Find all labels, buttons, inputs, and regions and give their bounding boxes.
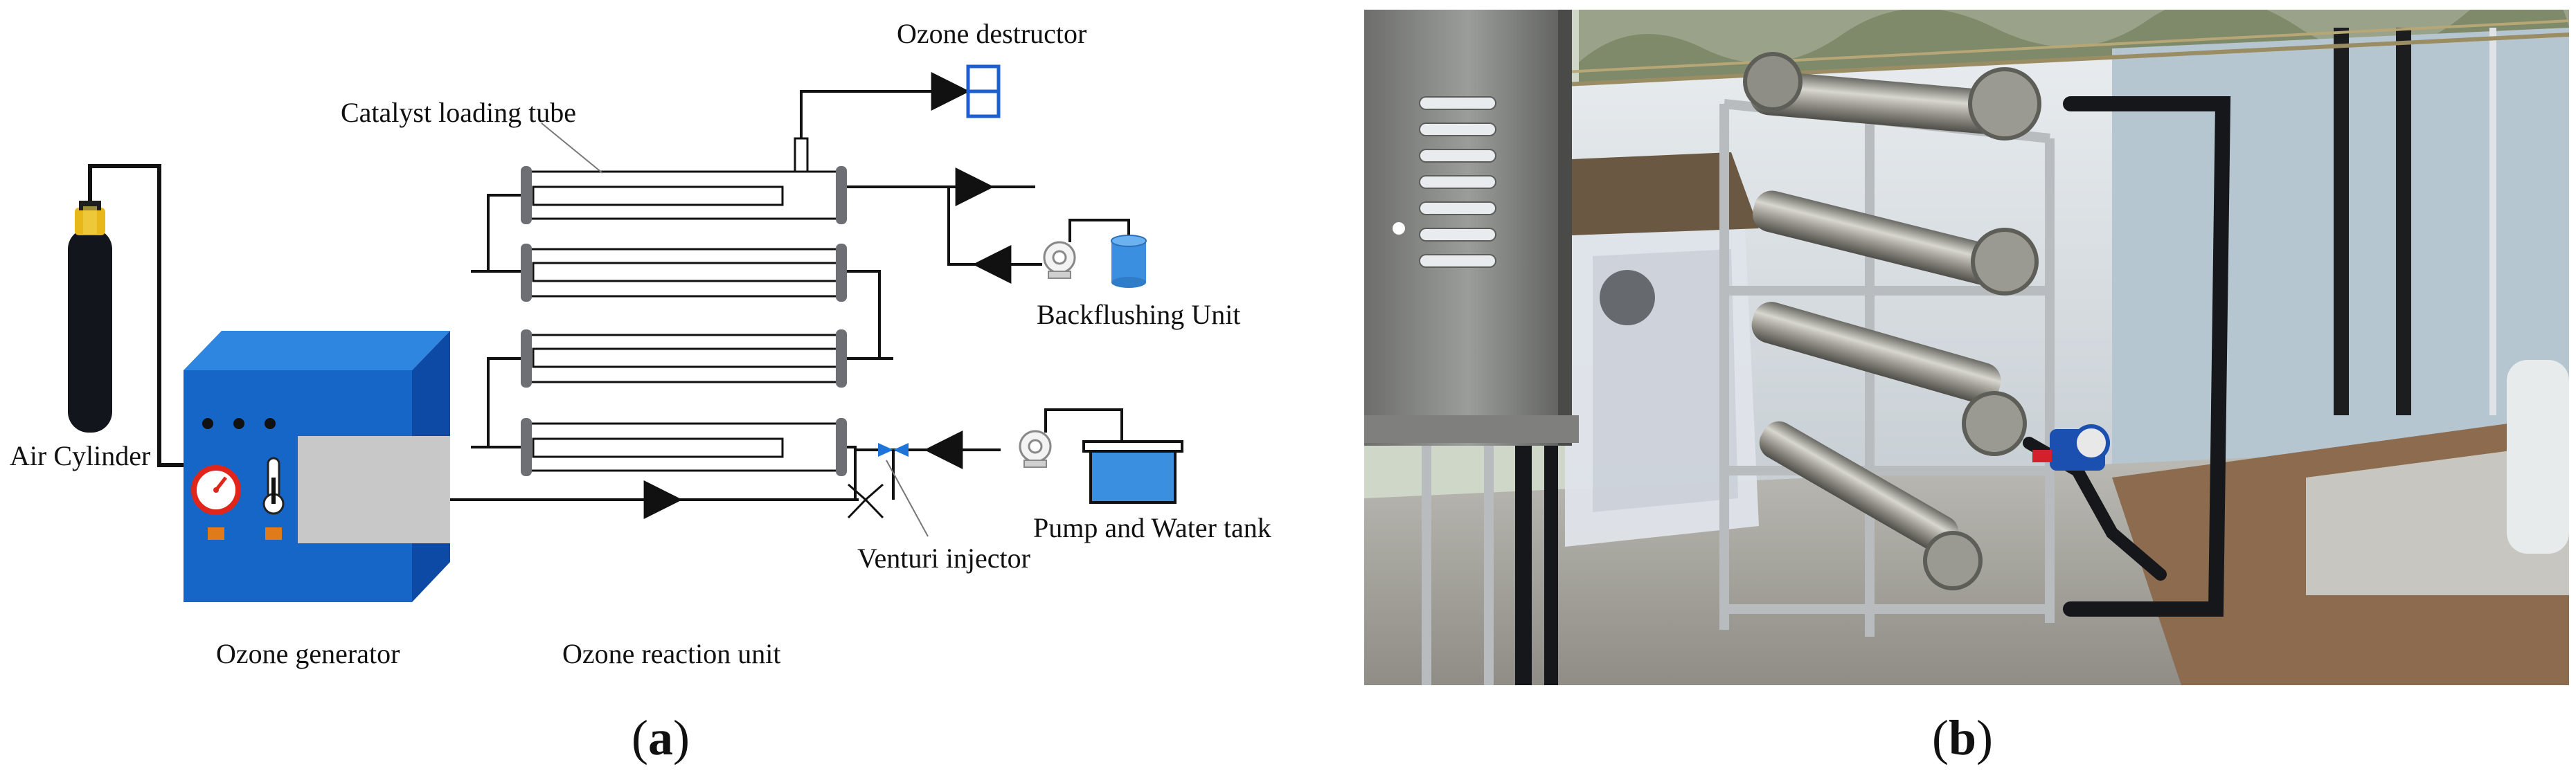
check-valve-icon <box>847 483 884 519</box>
gas-outlet-port <box>794 137 809 173</box>
label-air-cylinder: Air Cylinder <box>10 440 150 471</box>
indicator-light-1 <box>208 527 224 540</box>
air-cylinder <box>68 201 112 433</box>
ozone-generator <box>184 331 450 602</box>
label-ozone-reaction-unit: Ozone reaction unit <box>562 638 780 669</box>
venturi-injector <box>847 430 1001 537</box>
feed-pump-icon <box>1019 430 1052 468</box>
flange-3 <box>1962 391 2027 456</box>
cylinder-body <box>68 228 112 433</box>
caption-a: (a) <box>632 710 690 765</box>
wooden-pallet <box>1572 152 1759 235</box>
catalyst-tube-1 <box>521 166 847 224</box>
catalyst-leader-line <box>541 123 603 174</box>
water-tank-icon <box>1082 440 1183 504</box>
indicator-dot-1 <box>202 418 213 429</box>
black-piping <box>1515 96 2231 685</box>
panel-b-photo: (b) <box>1364 10 2569 765</box>
tube-cap-right <box>836 166 847 224</box>
tube-cap-left <box>521 166 532 224</box>
venturi-leader-line <box>886 460 929 537</box>
indicator-dot-2 <box>233 418 244 429</box>
label-backflushing-unit: Backflushing Unit <box>1037 299 1240 330</box>
flange-4 <box>1923 531 1983 590</box>
catalyst-tube-3 <box>521 329 847 388</box>
air-supply-pipe <box>88 164 190 467</box>
backflush-pump-icon <box>1043 241 1076 279</box>
indicator-dot-3 <box>265 418 276 429</box>
tube-interconnect-pipes <box>471 194 893 500</box>
pressure-gauge-icon <box>191 465 241 515</box>
label-pump-and-water-tank: Pump and Water tank <box>1033 512 1271 543</box>
generator-panel <box>298 436 450 543</box>
label-venturi-injector: Venturi injector <box>857 543 1030 574</box>
flange-2 <box>1971 228 2039 296</box>
cabinet-vent <box>1419 96 1496 268</box>
catalyst-tube-4 <box>521 418 847 476</box>
label-ozone-generator: Ozone generator <box>216 638 400 669</box>
label-catalyst-loading-tube: Catalyst loading tube <box>341 97 576 128</box>
valve-actuator <box>2032 424 2110 471</box>
catalyst-tube-2 <box>521 244 847 302</box>
generator-top <box>184 331 450 370</box>
reactor-tubes <box>1743 52 2041 590</box>
panel-a-schematic: Ozone destructor Catalyst loading tube B… <box>10 18 1271 765</box>
ozone-reaction-tubes <box>521 166 847 476</box>
backflush-tank-icon <box>1111 235 1147 288</box>
flange-1 <box>1968 67 2041 140</box>
thermometer-icon <box>262 457 285 515</box>
indicator-light-2 <box>265 527 282 540</box>
label-ozone-destructor: Ozone destructor <box>897 18 1086 49</box>
control-cabinet <box>1364 10 1579 446</box>
ozone-off-gas-line <box>794 72 970 173</box>
white-tank <box>2507 360 2569 554</box>
drain-pipe-1 <box>2334 28 2349 415</box>
feed-pump-and-tank <box>1019 408 1183 504</box>
cabinet-label-icon <box>1393 222 1405 235</box>
caption-b: (b) <box>1932 710 1993 765</box>
backflushing-unit <box>947 187 1147 288</box>
ozone-destructor <box>966 64 1001 118</box>
concrete-slab <box>2306 443 2569 595</box>
drain-pipe-2 <box>2396 28 2411 415</box>
